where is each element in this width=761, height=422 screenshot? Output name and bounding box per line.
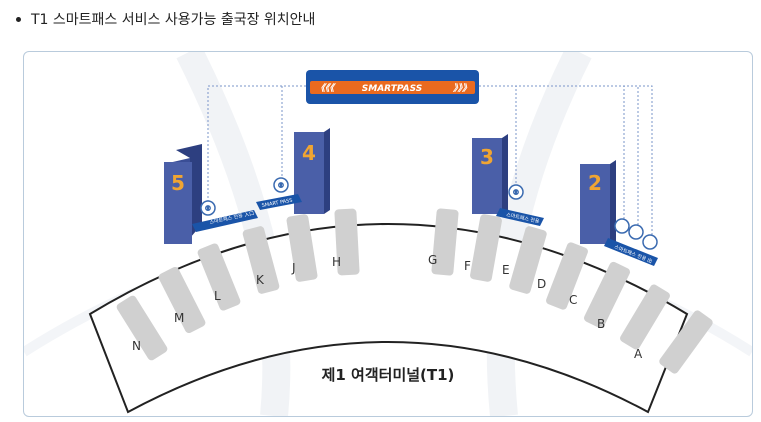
gate-l [197, 243, 241, 311]
logo-text: SMARTPASS [362, 84, 422, 94]
departure-4: 4 SMART PASS ⚉ [256, 128, 330, 214]
smartpass-icon [508, 184, 524, 200]
gate-label-n: N [132, 339, 141, 353]
logo-stripe [310, 81, 475, 94]
entrance-sign [604, 238, 658, 266]
gate-group: N M L K J H G F E D C B A [116, 208, 713, 374]
gate-label-c: C [569, 293, 577, 307]
footprint-icon: ⚉ [204, 204, 211, 213]
smartpass-icon [642, 234, 658, 250]
pillar-5 [164, 162, 192, 244]
pillar-2 [580, 164, 610, 244]
heading-text: T1 스마트패스 서비스 사용가능 출국장 위치안내 [31, 12, 316, 28]
smartpass-icon [614, 218, 630, 234]
entrance-sign [496, 208, 544, 226]
logo-arrows-right: 》》》 [452, 83, 471, 94]
pillar-3 [472, 138, 502, 214]
departure-5: 5 스마트패스 전용 入口 ⚉ [164, 144, 258, 244]
pillar-depth [176, 144, 202, 238]
smartpass-icon [200, 200, 216, 216]
gate-m [158, 266, 206, 334]
gate-label-e: E [502, 263, 510, 277]
gate-label-a: A [634, 347, 643, 361]
departure-3: 3 스마트패스 전용 ⚉ [472, 134, 544, 226]
gate-h [334, 208, 360, 276]
sign-text: SMART PASS [261, 198, 293, 209]
gate-label-j: J [291, 261, 296, 275]
page-heading: T1 스마트패스 서비스 사용가능 출국장 위치안내 [16, 8, 315, 30]
pillar-depth [502, 134, 508, 214]
logo-arrows-left: 《《《 [316, 83, 336, 94]
gate-b [620, 284, 670, 350]
connector-lines [207, 85, 653, 236]
map-container: N M L K J H G F E D C B A 《《《 SMARTPASS 》》》 5 스마트패스 … [23, 51, 753, 417]
gate-e [509, 226, 547, 294]
gate-label-l: L [214, 289, 221, 303]
terminal-map: N M L K J H G F E D C B A 《《《 SMARTPASS 》》》 5 스마트패스 … [24, 52, 752, 416]
pillar-depth [610, 160, 616, 246]
gate-k [242, 226, 280, 294]
pillar-number: 4 [302, 141, 316, 165]
footprint-icon: ⚉ [277, 181, 284, 190]
gate-label-k: K [256, 273, 265, 287]
gate-label-f: F [464, 259, 471, 273]
smartpass-icon [273, 177, 289, 193]
entrance-sign [192, 210, 258, 232]
gate-n [116, 295, 168, 361]
terminal-label: 제1 여객터미널(T1) [322, 366, 455, 384]
gate-label-h: H [332, 255, 341, 269]
pillar-number: 5 [171, 171, 185, 195]
gate-label-g: G [428, 253, 437, 267]
pillar-number: 3 [480, 145, 494, 169]
pillar-number: 2 [588, 171, 602, 195]
gate-c [583, 261, 631, 329]
gate-a [659, 310, 713, 374]
smartpass-logo: 《《《 SMARTPASS 》》》 [306, 70, 479, 104]
departure-2: 2 스마트패스 전용 出 [580, 160, 658, 266]
gate-label-b: B [597, 317, 605, 331]
gate-label-d: D [537, 277, 546, 291]
smartpass-icon [628, 224, 644, 240]
gate-j [286, 214, 318, 282]
gate-f [470, 214, 502, 282]
bullet-icon [16, 16, 21, 22]
gate-d [546, 242, 588, 310]
terminal-building [88, 223, 689, 414]
gate-g [431, 208, 459, 276]
entrance-sign [256, 194, 302, 210]
gate-label-m: M [174, 311, 184, 325]
footprint-icon: ⚉ [512, 188, 519, 197]
pillar-depth [324, 128, 330, 214]
